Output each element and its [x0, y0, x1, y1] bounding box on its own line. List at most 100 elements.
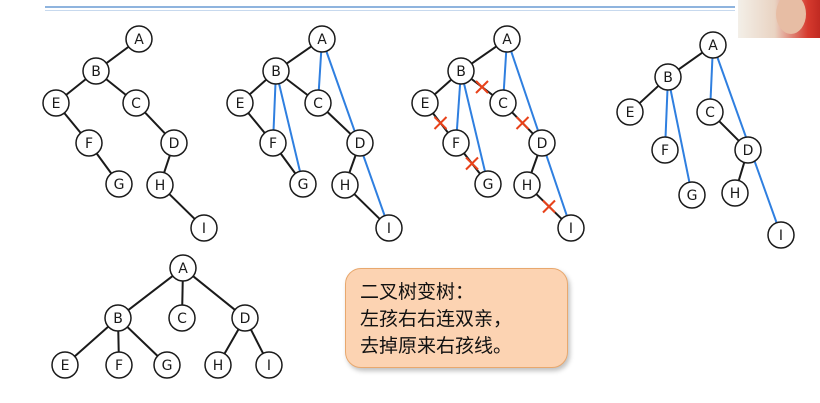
node-c: C	[122, 89, 150, 117]
node-label: C	[313, 96, 323, 112]
node-e: E	[42, 89, 70, 117]
node-label: E	[52, 96, 61, 112]
node-label: B	[271, 64, 281, 80]
node-h: H	[513, 171, 541, 199]
node-label: F	[661, 143, 669, 159]
node-h: H	[146, 171, 174, 199]
node-label: B	[91, 64, 101, 80]
node-label: A	[502, 32, 512, 48]
node-label: D	[240, 311, 251, 327]
node-label: A	[178, 261, 188, 277]
node-a: A	[493, 25, 521, 53]
node-label: B	[663, 70, 673, 86]
presenter-face	[776, 0, 806, 34]
node-i: I	[557, 214, 585, 242]
added-edge-b-f	[272, 83, 277, 131]
header-rule	[45, 6, 735, 8]
node-label: A	[134, 32, 144, 48]
node-label: I	[202, 221, 206, 237]
note-rule-line-1: 左孩右右连双亲，	[360, 308, 513, 330]
node-label: C	[131, 96, 141, 112]
node-label: G	[687, 188, 698, 204]
node-g: G	[289, 170, 317, 198]
removed-mark-h-i	[542, 199, 556, 214]
edge-c-d	[326, 111, 352, 135]
node-a: A	[308, 25, 336, 53]
node-label: G	[114, 177, 125, 193]
node-label: H	[213, 358, 224, 374]
node-label: D	[169, 136, 180, 152]
added-edge-b-g	[669, 89, 691, 183]
added-edge-a-c	[317, 51, 323, 91]
removed-mark-c-d	[515, 116, 530, 130]
node-h: H	[331, 171, 359, 199]
node-label: D	[355, 136, 366, 152]
node-a: A	[169, 254, 197, 282]
node-label: F	[85, 136, 93, 152]
node-i: I	[255, 351, 283, 379]
tree-binary-tree: A B C D E F G H I	[42, 25, 218, 242]
edge-b-e	[434, 78, 452, 96]
edge-d-h	[348, 154, 357, 174]
header-rule-secondary	[45, 10, 735, 11]
edge-d-h	[223, 328, 240, 355]
node-label: G	[162, 358, 173, 374]
edge-a-d	[192, 275, 236, 311]
added-edge-b-f	[664, 89, 669, 138]
node-f: F	[259, 129, 287, 157]
edge-a-b	[127, 275, 174, 311]
removed-mark-b-c	[475, 80, 489, 94]
node-label: F	[452, 136, 460, 152]
node-e: E	[226, 89, 254, 117]
edge-b-c	[285, 78, 309, 96]
edge-b-e	[65, 78, 87, 96]
edge-c-d	[144, 111, 166, 135]
node-label: F	[115, 358, 123, 374]
edge-c-d	[718, 120, 740, 142]
node-g: G	[105, 170, 133, 198]
added-edge-b-f	[455, 83, 462, 131]
node-label: C	[498, 96, 508, 112]
edge-f-g	[279, 152, 297, 175]
node-c: C	[168, 304, 196, 332]
node-d: D	[528, 129, 556, 157]
node-g: G	[474, 170, 502, 198]
note-rule-line-2: 去掉原来右孩线。	[360, 335, 513, 357]
node-a: A	[125, 25, 153, 53]
edge-b-g	[126, 326, 159, 357]
presenter-webcam-thumbnail	[738, 0, 820, 38]
node-label: E	[61, 358, 70, 374]
node-label: I	[569, 221, 573, 237]
node-label: B	[113, 311, 123, 327]
added-edge-b-g	[463, 83, 486, 172]
node-label: H	[340, 178, 351, 194]
node-d: D	[231, 304, 259, 332]
node-b: B	[654, 63, 682, 91]
node-d: D	[160, 129, 188, 157]
added-edge-a-c	[709, 57, 714, 100]
node-b: B	[82, 57, 110, 85]
node-label: I	[267, 358, 271, 374]
node-c: C	[489, 89, 517, 117]
edge-f-g	[95, 152, 113, 175]
node-label: C	[177, 311, 187, 327]
edge-e-f	[63, 112, 82, 134]
node-b: B	[262, 57, 290, 85]
edge-a-b	[105, 45, 130, 65]
node-c: C	[304, 89, 332, 117]
node-d: D	[346, 129, 374, 157]
node-label: H	[155, 178, 166, 194]
edge-a-b	[471, 45, 497, 65]
edge-h-i	[353, 193, 381, 220]
node-c: C	[696, 98, 724, 126]
node-h: H	[721, 179, 749, 207]
node-h: H	[204, 351, 232, 379]
node-f: F	[442, 129, 470, 157]
node-label: D	[743, 143, 754, 159]
edge-d-h	[163, 155, 171, 173]
